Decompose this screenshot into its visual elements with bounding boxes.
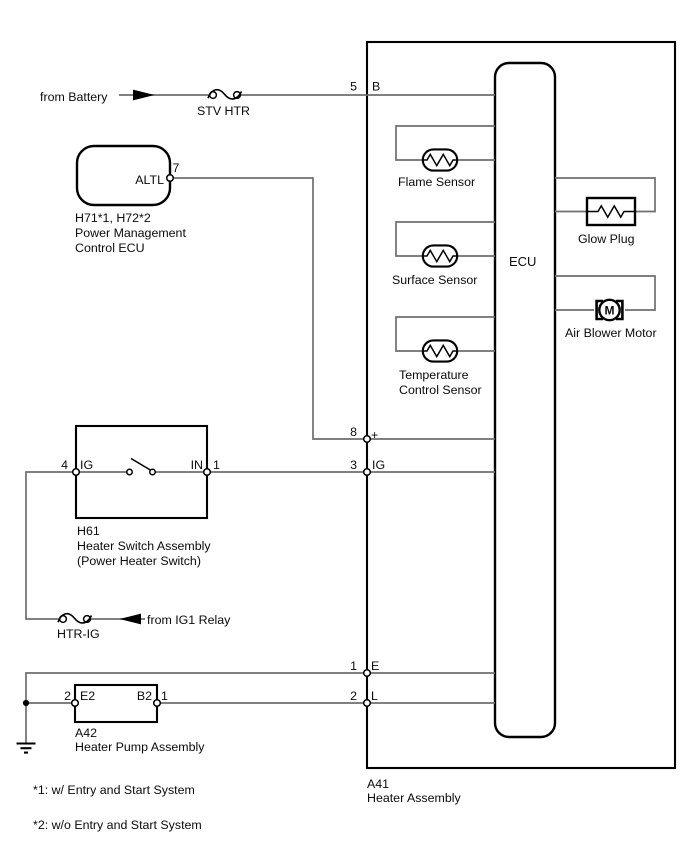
switch-pin-1-number: 1 — [213, 458, 220, 472]
temperature-sensor-resistor-icon — [423, 340, 457, 361]
surface-sensor-label: Surface Sensor — [392, 273, 477, 287]
terminal-plus-label: + — [371, 428, 378, 442]
pin-7-number: 7 — [173, 161, 180, 175]
stv-htr-fuse-label: STV HTR — [197, 104, 250, 118]
ecu-box — [493, 61, 557, 739]
switch-left-pin-circle — [71, 467, 81, 477]
switch-terminal-ig-label: IG — [80, 458, 93, 472]
altl-wire — [173, 177, 364, 440]
surface-sensor-loop-wire — [395, 221, 495, 257]
power-management-ecu-name-line2: Control ECU — [75, 241, 145, 255]
htr-ig-fuse-label: HTR-IG — [57, 627, 100, 641]
glow-plug-label: Glow Plug — [578, 232, 635, 246]
heater-pump-code: A42 — [75, 726, 97, 740]
heater-switch-name: Heater Switch Assembly — [77, 539, 211, 553]
flame-sensor-label: Flame Sensor — [398, 175, 475, 189]
pump-pin-2-number: 2 — [64, 689, 71, 703]
htr-ig-fuse-icon — [57, 612, 93, 624]
switch-pin-4-number: 4 — [61, 458, 68, 472]
terminal-b-label: B — [372, 80, 380, 94]
heater-assembly-box — [365, 40, 677, 770]
pin-5-number: 5 — [350, 80, 357, 94]
flow-arrow-left-icon — [119, 613, 141, 625]
heater-switch-code: H61 — [77, 524, 100, 538]
air-blower-motor-label: Air Blower Motor — [565, 326, 657, 340]
terminal-ig-label: IG — [372, 458, 385, 472]
pump-terminal-e2-label: E2 — [80, 689, 95, 703]
temperature-sensor-label-line2: Control Sensor — [399, 383, 482, 397]
altl-pin-circle — [165, 173, 175, 183]
heater-assembly-code: A41 — [367, 777, 389, 791]
terminal-l-label: L — [371, 689, 378, 703]
ig-pin-circle — [362, 467, 372, 477]
motor-letter: M — [605, 304, 615, 318]
pump-terminal-b2-label: B2 — [137, 689, 152, 703]
stv-htr-fuse-icon — [207, 88, 243, 100]
flame-sensor-resistor-icon — [423, 149, 457, 170]
switch-contact-left — [126, 468, 133, 476]
switch-contact-right — [149, 468, 156, 476]
l-pin-circle — [362, 698, 372, 708]
switch-right-pin-circle — [202, 467, 212, 477]
footnote-2: *2: w/o Entry and Start System — [33, 818, 202, 832]
heater-pump-name: Heater Pump Assembly — [75, 740, 205, 754]
switch-blade-icon — [130, 457, 153, 472]
ecu-label: ECU — [509, 254, 536, 269]
flame-sensor-loop-wire — [395, 125, 495, 161]
footnote-1: *1: w/ Entry and Start System — [33, 783, 195, 797]
surface-sensor-resistor-icon — [423, 245, 457, 266]
air-blower-motor-loop-wire — [555, 275, 656, 311]
switch-terminal-in-label: IN — [191, 458, 203, 472]
e-pin-circle — [362, 668, 372, 678]
air-blower-motor-icon: M — [595, 298, 624, 322]
plus-pin-circle — [362, 434, 372, 444]
e-wire — [25, 672, 495, 744]
battery-source-label: from Battery — [40, 90, 108, 104]
ground-icon — [16, 742, 36, 754]
pin-2-number: 2 — [350, 689, 357, 703]
temperature-sensor-label-line1: Temperature — [399, 368, 469, 382]
pin-8-number: 8 — [350, 425, 357, 439]
pump-pin-1-number: 1 — [161, 689, 168, 703]
glow-plug-resistor-icon — [585, 196, 637, 227]
heater-assembly-name: Heater Assembly — [367, 791, 461, 805]
pin-3-number: 3 — [350, 458, 357, 472]
ig1-relay-source-label: from IG1 Relay — [147, 613, 231, 627]
power-management-ecu-name-line1: Power Management — [75, 226, 186, 240]
altl-terminal-label: ALTL — [135, 173, 164, 187]
glow-plug-loop-wire — [555, 177, 656, 213]
power-management-ecu-code: H71*1, H72*2 — [75, 211, 151, 225]
pin-1-number: 1 — [350, 659, 357, 673]
temperature-sensor-loop-wire — [395, 316, 495, 352]
terminal-e-label: E — [371, 659, 379, 673]
pump-left-pin-circle — [70, 698, 80, 708]
pump-right-pin-circle — [152, 698, 162, 708]
junction-dot — [22, 699, 30, 707]
flow-arrow-right-icon — [133, 89, 155, 101]
heater-switch-sub-name: (Power Heater Switch) — [77, 554, 201, 568]
